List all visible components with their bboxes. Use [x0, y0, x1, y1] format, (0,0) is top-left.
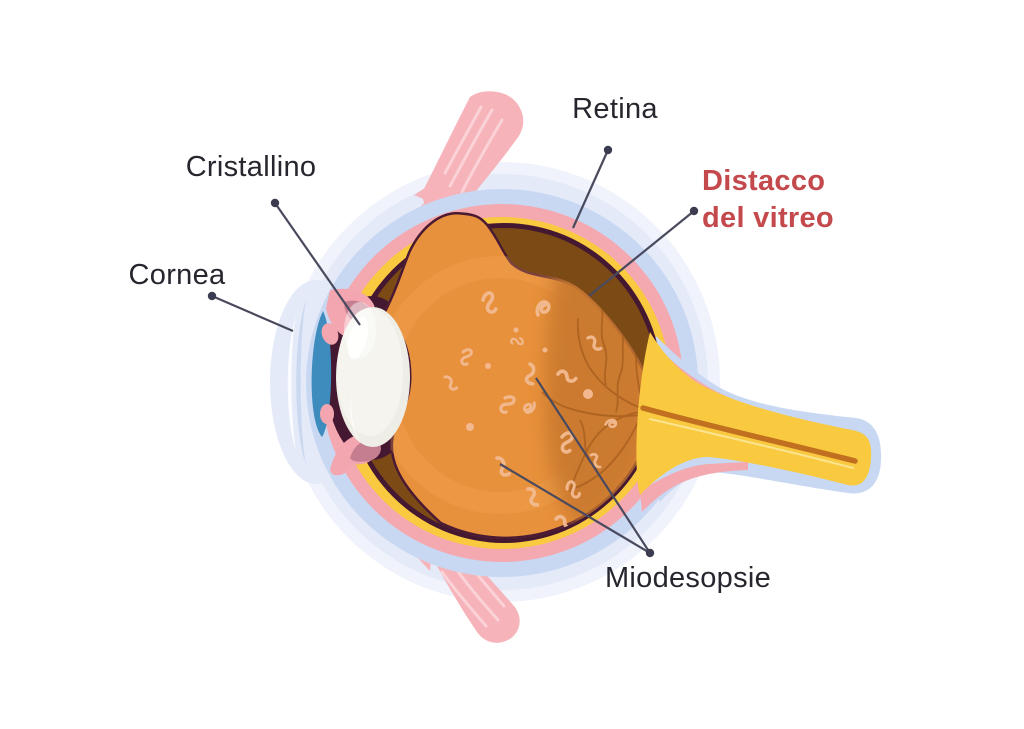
optic-nerve: [636, 332, 872, 495]
label-distacco-line2: del vitreo: [702, 202, 834, 234]
miodesopsie-leader-line-1: [535, 377, 651, 554]
cornea-highlight: [287, 316, 296, 450]
ciliary-drip-bottom: [320, 404, 334, 424]
optic-nerve-body: [636, 332, 872, 495]
miodesopsie-leader-line-2: [499, 463, 651, 554]
eye-muscle-top: [412, 91, 524, 218]
label-miodesopsie: Miodesopsie: [604, 562, 772, 594]
label-cristallino: Cristallino: [185, 151, 317, 183]
cornea-leader-line: [211, 294, 294, 333]
retina-leader-line: [571, 149, 610, 229]
label-cornea: Cornea: [128, 259, 226, 291]
lens-streak-highlight: [350, 393, 361, 443]
lens-highlight: [347, 316, 369, 360]
label-retina: Retina: [572, 93, 658, 125]
leader-lines: [211, 149, 695, 554]
ciliary-drip-top: [321, 323, 339, 345]
label-distacco-del-vitreo: Distacco del vitreo: [702, 163, 834, 237]
cornea-outer-band: [296, 300, 306, 465]
optic-nerve-artery-highlight: [649, 418, 854, 469]
nerve-junction-pink-bottom: [640, 462, 748, 512]
floater-dots: [466, 327, 593, 431]
leader-dots: [207, 145, 699, 558]
cristallino-leader-line: [274, 202, 361, 326]
muscle-streaks: [443, 105, 504, 194]
distacco-leader-line: [588, 210, 695, 297]
label-distacco-line1: Distacco: [702, 165, 826, 197]
optic-nerve-artery: [640, 405, 858, 464]
